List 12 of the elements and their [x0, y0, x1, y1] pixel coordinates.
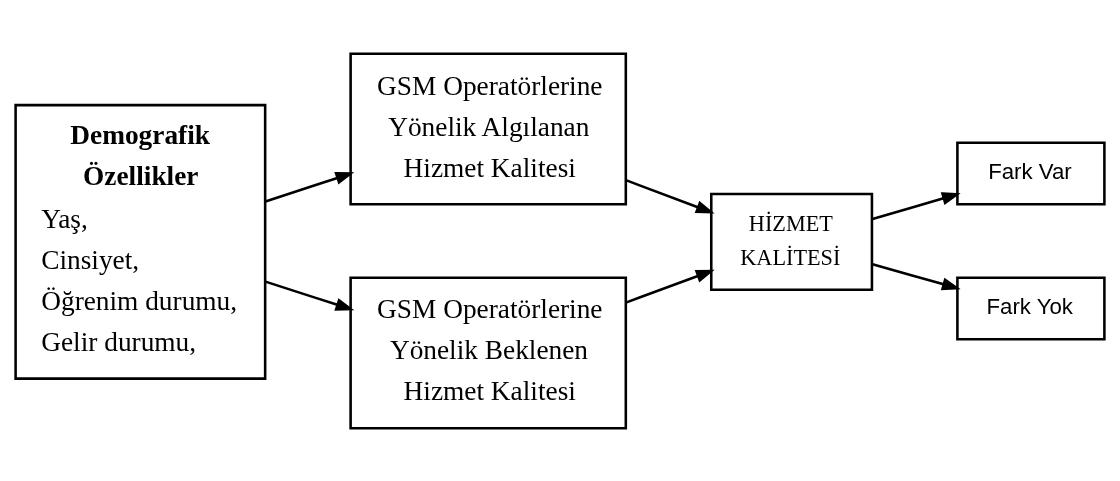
- node-box: Fark Var: [956, 140, 1106, 206]
- node-box: HİZMET KALİTESİ: [710, 192, 874, 291]
- arrow: [265, 171, 355, 203]
- arrow: [872, 191, 961, 220]
- arrow: [872, 262, 961, 290]
- arrow: [625, 178, 715, 214]
- arrow: [265, 279, 355, 311]
- node-box: Demografik Özellikler Yaş, Cinsiyet, Öğrenim durumu, Gelir durumu,: [14, 103, 267, 380]
- node-box: Fark Yok: [956, 275, 1106, 341]
- node-box: GSM Operatörlerine Yönelik Algılanan Hizmet Kalitesi: [349, 52, 628, 206]
- node-box: GSM Operatörlerine Yönelik Beklenen Hizmet Kalitesi: [349, 275, 628, 429]
- arrow: [625, 269, 715, 304]
